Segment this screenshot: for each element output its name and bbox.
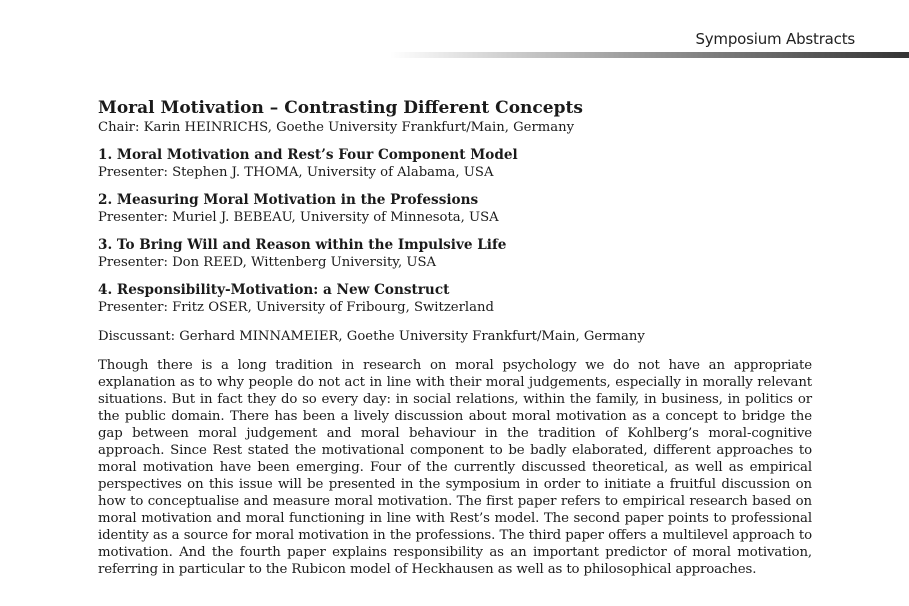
paper-entry-2: 2. Measuring Moral Motivation in the Pro… [98, 192, 812, 226]
paper-title: 4. Responsibility-Motivation: a New Cons… [98, 282, 450, 298]
paper-presenter: Presenter: Don REED, Wittenberg Universi… [98, 255, 436, 270]
header-rule [390, 52, 909, 58]
section-title: Symposium Abstracts [695, 30, 855, 48]
paper-title: 3. To Bring Will and Reason within the I… [98, 237, 507, 253]
abstract-paragraph: Though there is a long tradition in rese… [98, 358, 812, 577]
symposium-abstract: Moral Motivation – Contrasting Different… [98, 97, 812, 591]
paper-entry-4: 4. Responsibility-Motivation: a New Cons… [98, 282, 812, 316]
paper-title: 2. Measuring Moral Motivation in the Pro… [98, 192, 479, 208]
paper-presenter: Presenter: Muriel J. BEBEAU, University … [98, 210, 499, 225]
chair-line: Chair: Karin HEINRICHS, Goethe Universit… [98, 120, 575, 135]
paper-entry-3: 3. To Bring Will and Reason within the I… [98, 237, 812, 271]
paper-presenter: Presenter: Stephen J. THOMA, University … [98, 165, 494, 180]
paper-presenter: Presenter: Fritz OSER, University of Fri… [98, 300, 494, 315]
symposium-title: Moral Motivation – Contrasting Different… [98, 98, 583, 118]
paper-entry-1: 1. Moral Motivation and Rest’s Four Comp… [98, 147, 812, 181]
discussant-line: Discussant: Gerhard MINNAMEIER, Goethe U… [98, 329, 645, 344]
paper-title: 1. Moral Motivation and Rest’s Four Comp… [98, 147, 518, 163]
page-header: Symposium Abstracts [0, 0, 909, 60]
